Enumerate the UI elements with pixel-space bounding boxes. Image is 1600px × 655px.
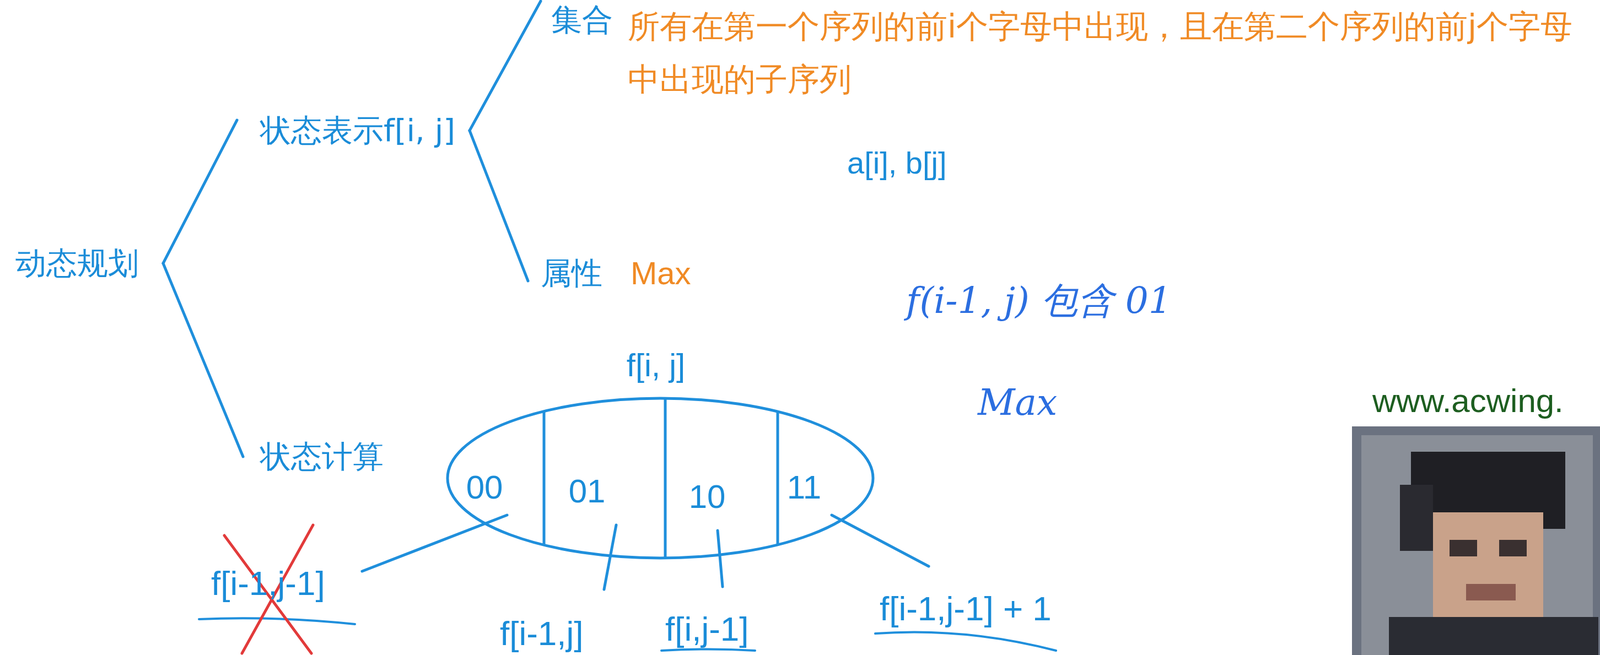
section-divider [664,398,667,559]
webcam-hair [1399,485,1434,552]
subset-section: 11 [777,396,875,560]
tree-branch [163,120,237,264]
section-divider [542,411,546,546]
node-heading: f[i, j] [626,346,686,385]
watermark: www.acwing. [1372,381,1564,422]
tree-branch [163,263,244,457]
formula-text: f[i-1,j-1] [211,563,326,605]
handwritten-note: f(i-1, j) 包含 01 [906,278,1172,323]
underline [875,632,1057,651]
formula-text: f[i,j-1] [665,609,750,650]
subset-section: 01 [543,396,666,560]
formula-text: f[i-1,j] [499,613,584,655]
branch-label: 状态计算 [260,438,384,476]
tree-branch [469,1,541,131]
underline [661,649,756,652]
branch-label: 属性 [540,254,603,292]
note-text: a[i], b[j] [847,144,947,182]
webcam-mouth [1466,584,1516,601]
section-label: 10 [688,477,726,517]
webcam-face [1433,512,1544,618]
webcam-image [1351,426,1600,655]
subset-section: 10 [665,396,778,560]
branch-label: 集合 [551,1,613,39]
subset-section: 00 [445,396,544,560]
section-divider [776,411,780,546]
webcam-shirt [1388,617,1599,655]
handwritten-note: Max [977,380,1058,425]
leader-line [717,530,723,587]
formula-text: f[i-1,j-1] + 1 [879,588,1052,630]
leader-line [831,515,929,567]
state-set-ellipse: 00011011f[i, j] [445,396,875,560]
webcam-frame [1351,426,1600,655]
underline [198,618,355,625]
branch-label: 状态表示f[i, j] [260,111,456,149]
attribute-value: Max [630,254,692,293]
definition-text: 所有在第一个序列的前i个字母中出现，且在第二个序列的前j个字母中出现的子序列 [627,0,1582,106]
root-label: 动态规划 [15,244,139,282]
webcam-eye [1499,540,1527,557]
tree-branch [469,130,529,282]
section-label: 00 [466,467,504,508]
ellipse-border [447,398,874,559]
section-label: 11 [787,467,822,508]
webcam-eye [1449,540,1478,557]
section-label: 01 [568,471,606,512]
